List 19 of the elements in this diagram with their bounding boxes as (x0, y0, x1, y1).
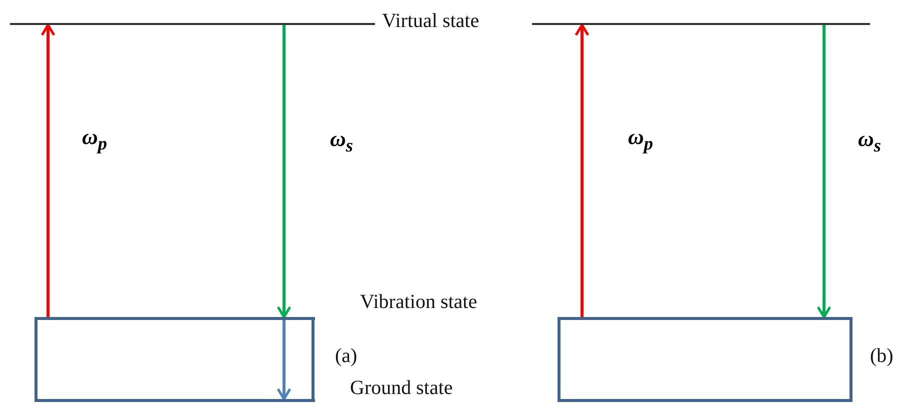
transition-arrow (276, 25, 292, 318)
edge-label: ω$_{p}$ (82, 126, 108, 153)
energy-level-line (35, 399, 315, 402)
energy-level-line (35, 317, 315, 320)
transition-arrow (40, 24, 56, 317)
energy-level-line (558, 399, 852, 402)
transition-arrow (574, 24, 590, 317)
state-label: (b) (869, 346, 894, 366)
transition-arrow (816, 25, 832, 318)
edge-label: ω$_{s}$ (858, 128, 882, 155)
energy-level-line (532, 23, 870, 25)
edge-label: ω$_{s}$ (330, 128, 354, 155)
edge-label: ω$_{p}$ (628, 126, 654, 153)
energy-level-line (558, 317, 852, 320)
transition-arrow (276, 320, 292, 400)
state-label: Vibration state (359, 292, 478, 312)
state-label: Ground state (349, 378, 454, 398)
state-label: (a) (334, 346, 358, 366)
energy-level-line (10, 23, 375, 25)
